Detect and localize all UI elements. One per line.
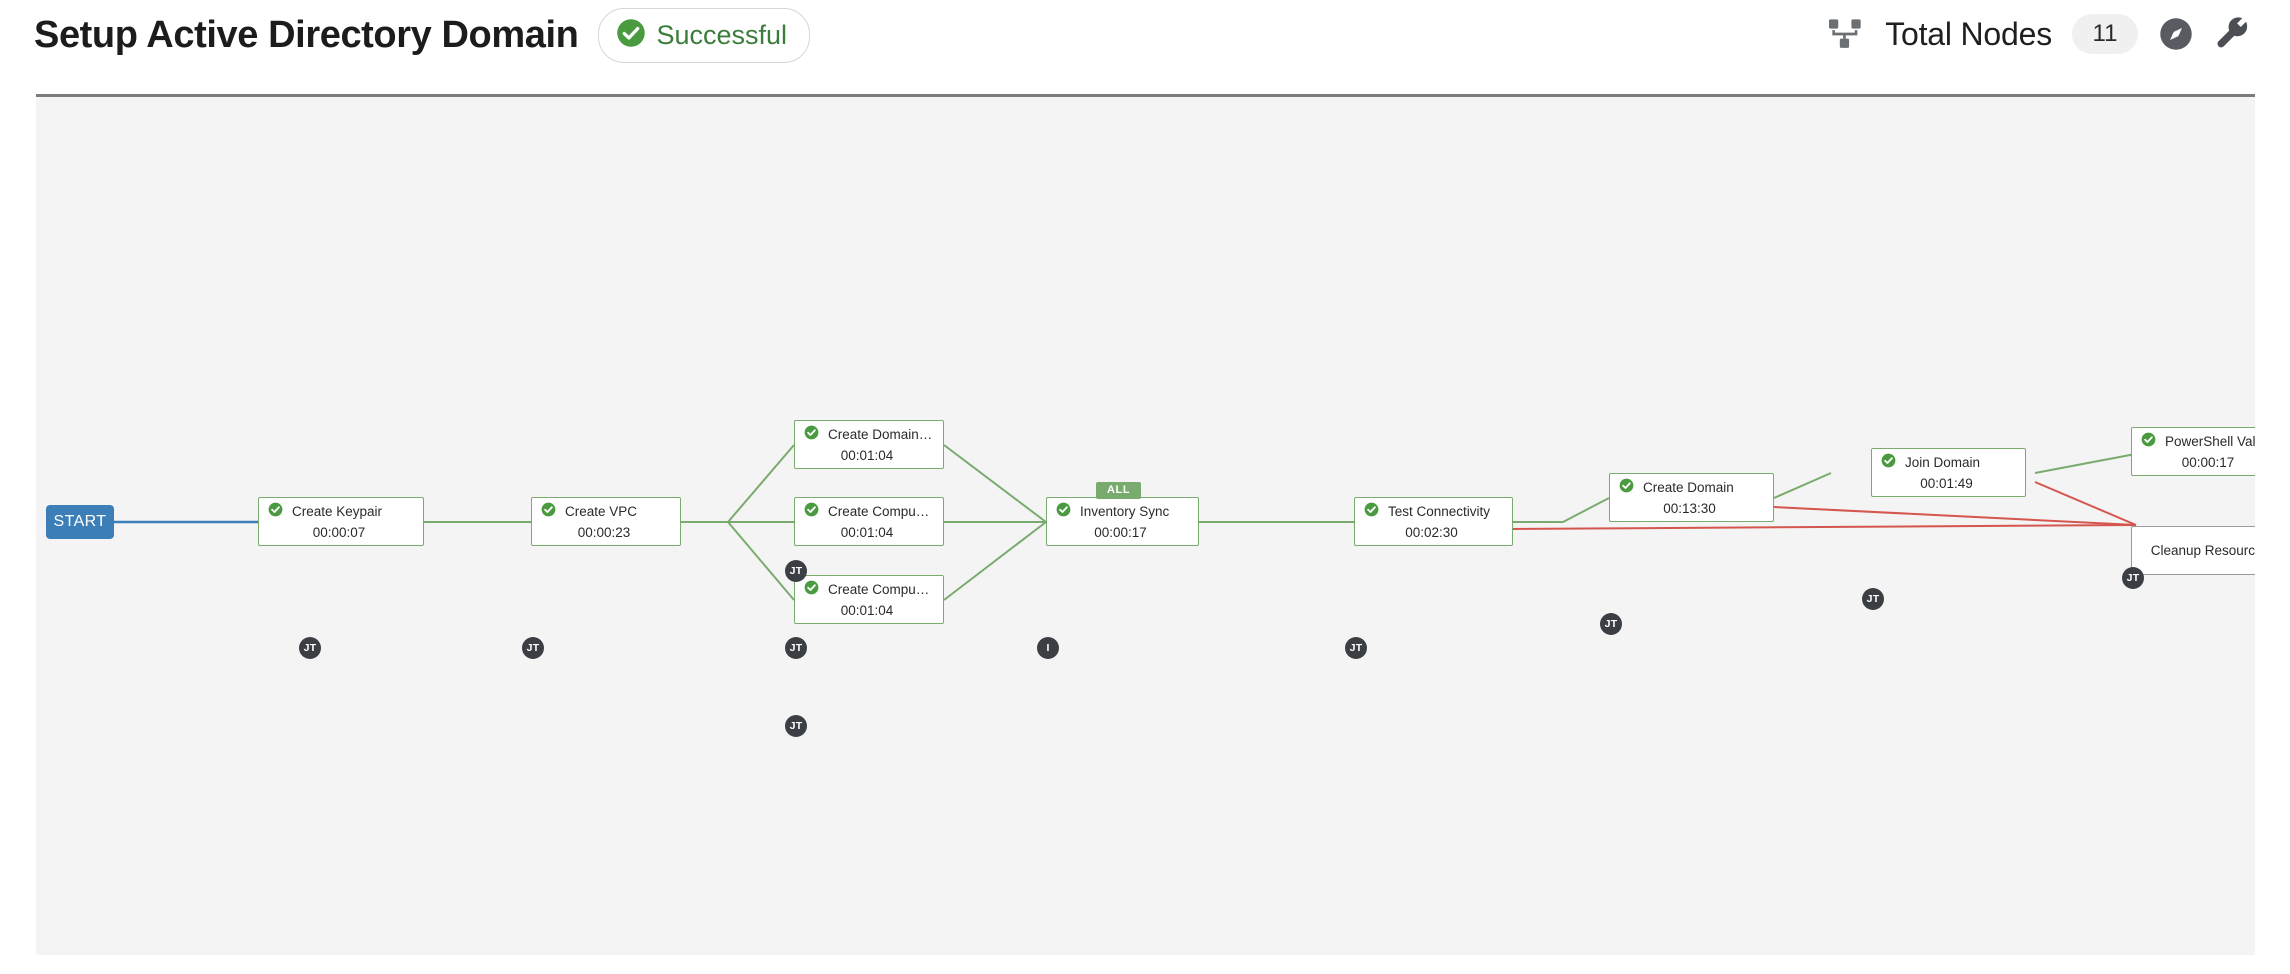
topology-icon[interactable] [1827,17,1865,51]
node-duration: 00:01:04 [840,524,894,540]
avatar-jt[interactable]: JT [1600,613,1622,635]
node-title: Create Computer (1) [828,504,933,519]
node-title: Test Connectivity [1388,504,1491,519]
node-duration: 00:01:04 [840,602,894,618]
avatar-jt[interactable]: JT [785,637,807,659]
node-start[interactable]: START [46,505,114,539]
avatar-jt[interactable]: JT [522,637,544,659]
node-header: Inventory Sync [1047,501,1198,523]
avatar-jt[interactable]: JT [299,637,321,659]
total-nodes-count: 11 [2072,14,2138,54]
node-header: Join Domain [1872,452,2025,474]
success-check-icon [1056,502,1071,522]
node-create-vpc[interactable]: Create VPC 00:00:23 [531,497,681,546]
page-title: Setup Active Directory Domain [34,14,579,56]
success-check-icon [2141,432,2156,452]
node-header: Create Computer (2) [795,579,943,601]
avatar-jt[interactable]: JT [1862,588,1884,610]
node-create-computer-1[interactable]: Create Computer (1) 00:01:04 [794,497,944,546]
node-header: Create Computer (1) [795,501,943,523]
edge-create-computer-2-to-inventory-sync [943,521,1047,601]
success-check-icon [268,502,283,522]
success-check-icon [804,580,819,600]
edge-create-domain-to-join-domain [1773,472,1832,499]
header-divider [36,94,2255,97]
node-duration: 00:01:04 [840,447,894,463]
node-duration: 00:00:07 [312,524,366,540]
success-check-icon [804,425,819,445]
edge-join-domain-to-powershell-validation [2034,451,2147,474]
node-title: Create Computer (2) [828,582,933,597]
node-create-domain[interactable]: Create Domain 00:13:30 [1609,473,1774,522]
status-badge-label: Successful [656,20,788,50]
edge-create-vpc-to-create-domain-controller [681,444,795,523]
node-cleanup-resources[interactable]: Cleanup Resources [2131,526,2255,575]
workflow-edges [113,444,2147,601]
node-header: Create Domain Contr... [795,424,943,446]
compass-icon[interactable] [2158,16,2194,52]
header-left-group: Setup Active Directory Domain Successful [34,8,811,63]
node-test-connectivity[interactable]: Test Connectivity 00:02:30 [1354,497,1513,546]
avatar-jt[interactable]: JT [1345,637,1367,659]
avatar-jt[interactable]: JT [2122,567,2144,589]
node-inventory-sync[interactable]: Inventory Sync 00:00:17 [1046,497,1199,546]
avatar-inventory[interactable]: I [1037,637,1059,659]
total-nodes-label: Total Nodes [1885,15,2052,52]
wrench-icon[interactable] [2214,15,2252,53]
edge-create-domain-controller-to-inventory-sync [943,444,1047,523]
success-check-icon [804,502,819,522]
node-duration: 00:00:23 [577,524,631,540]
edge-test-connectivity-to-create-domain [1513,497,1610,523]
node-create-domain-controller[interactable]: Create Domain Contr... 00:01:04 [794,420,944,469]
edge-join-domain-to-cleanup-resources [2034,481,2137,526]
node-duration: 00:02:30 [1405,524,1458,540]
node-title: PowerShell Validation [2165,434,2255,449]
node-title: Create Domain [1643,480,1734,495]
node-title: Create VPC [565,504,638,519]
all-badge: ALL [1096,482,1142,499]
workflow-canvas[interactable]: START Create Keypair 00:00:07 JT [36,97,2255,955]
node-title: Create Keypair [292,504,383,519]
edge-create-vpc-to-create-computer-2 [681,521,795,601]
node-header: Create Keypair [259,501,423,523]
node-header: Test Connectivity [1355,501,1512,523]
node-header: PowerShell Validation [2132,431,2255,453]
avatar-jt[interactable]: JT [785,715,807,737]
node-join-domain[interactable]: Join Domain 00:01:49 [1871,448,2026,497]
node-title: Inventory Sync [1080,504,1170,519]
success-check-icon [1619,478,1634,498]
node-duration: 00:00:17 [1094,524,1147,540]
node-header: Create Domain [1610,477,1773,499]
header-right-group: Total Nodes 11 [1827,14,2252,54]
node-duration: 00:00:17 [2181,454,2235,470]
node-duration: 00:13:30 [1663,500,1716,516]
node-duration: 00:01:49 [1920,475,1973,491]
node-title: Join Domain [1905,455,1981,470]
edge-test-connectivity-to-cleanup-resources [1512,524,2137,530]
avatar-jt[interactable]: JT [785,560,807,582]
success-check-icon [1364,502,1379,522]
success-check-icon [616,18,646,53]
node-create-computer-2[interactable]: Create Computer (2) 00:01:04 [794,575,944,624]
status-badge: Successful [598,8,811,63]
success-check-icon [541,502,556,522]
node-header: Create VPC [532,501,680,523]
header-bar: Setup Active Directory Domain Successful [0,0,2290,97]
success-check-icon [1881,453,1896,473]
node-title: Create Domain Contr... [828,427,933,442]
node-powershell-validation[interactable]: PowerShell Validation 00:00:17 [2131,427,2255,476]
node-create-keypair[interactable]: Create Keypair 00:00:07 [258,497,424,546]
node-title: Cleanup Resources [2150,543,2255,558]
edge-create-domain-to-cleanup-resources [1773,506,2137,526]
